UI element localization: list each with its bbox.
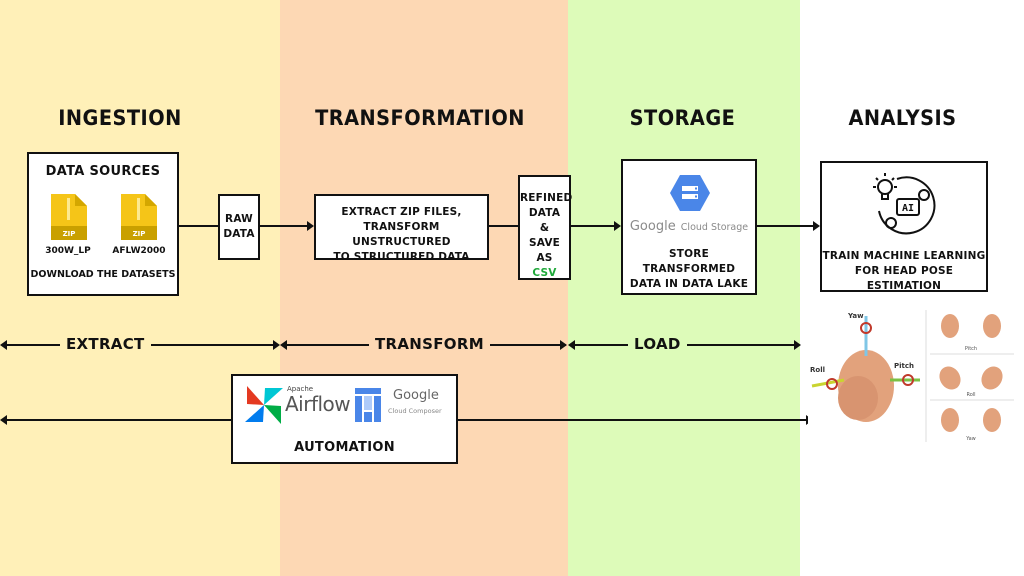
svg-text:Pitch: Pitch (965, 346, 977, 352)
ai-lightbulb-gear-icon: AI (873, 173, 936, 235)
refined-data-box: REFINED DATA & SAVE AS CSV (518, 175, 573, 280)
head-pose-diagram: Yaw Roll Pitch Pitch Roll Yaw (810, 310, 1014, 442)
cloud-composer-logo-icon (355, 388, 381, 422)
airflow-big-text: Airflow (285, 392, 351, 416)
file-name-300w-lp: 300W_LP (45, 246, 91, 256)
download-caption: DOWNLOAD THE DATASETS (30, 269, 176, 280)
svg-text:Pitch: Pitch (894, 362, 914, 370)
raw-data-box: RAW DATA (218, 194, 260, 260)
svg-text:Roll: Roll (966, 392, 975, 398)
heading-transformation: TRANSFORMATION (315, 106, 525, 130)
head-pose-illustration: Yaw Roll Pitch Pitch Roll Yaw (808, 306, 1018, 446)
gcs-logo-text: Google Cloud Storage (629, 219, 749, 234)
transform-line3: TO STRUCTURED DATA (333, 251, 470, 263)
analysis-line1: TRAIN MACHINE LEARNING (822, 250, 986, 262)
svg-text:Roll: Roll (810, 366, 825, 374)
zip-file-icon: ZIP (51, 194, 87, 240)
transform-line1: EXTRACT ZIP FILES, (341, 206, 462, 218)
arrowhead (813, 221, 820, 231)
svg-text:AI: AI (902, 203, 914, 214)
refined-line1: REFINED (520, 192, 573, 204)
svg-text:ZIP: ZIP (133, 230, 146, 238)
arrowhead (307, 221, 314, 231)
analysis-box: AI TRAIN MACHINE LEARNING FOR HEAD POSE … (820, 161, 988, 292)
storage-line2: DATA IN DATA LAKE (629, 278, 749, 290)
google-cloud-storage-icon (670, 175, 710, 211)
arrowhead (0, 415, 7, 425)
automation-label: AUTOMATION (294, 440, 395, 455)
svg-text:Yaw: Yaw (847, 312, 864, 320)
refined-line2: DATA (528, 207, 561, 219)
csv-label: CSV (532, 267, 557, 279)
arrowhead (560, 340, 567, 350)
phase-load: LOAD (628, 335, 687, 353)
arrowhead (614, 221, 621, 231)
arrowhead (0, 340, 7, 350)
transform-box: EXTRACT ZIP FILES, TRANSFORM UNSTRUCTURE… (314, 194, 489, 263)
connector-transform-refined (488, 225, 518, 227)
heading-storage: STORAGE (629, 106, 736, 130)
airflow-small-text: Apache (287, 385, 314, 393)
zip-file-icon: ZIP (121, 194, 157, 240)
svg-text:Yaw: Yaw (965, 436, 976, 442)
data-sources-title: DATA SOURCES (45, 164, 161, 179)
composer-small-text: Cloud Composer (388, 407, 442, 415)
data-sources-box: DATA SOURCES ZIP ZIP 300W_LP AFLW2000 DO… (27, 152, 179, 296)
storage-line1: STORE TRANSFORMED (642, 248, 736, 275)
connector-storage-analysis (757, 225, 813, 227)
raw-data-line1: RAW (225, 213, 253, 225)
analysis-description: TRAIN MACHINE LEARNING FOR HEAD POSE EST… (822, 249, 986, 294)
transformation-column (280, 0, 568, 576)
automation-box: Apache Airflow Google Cloud Composer AUT… (231, 374, 458, 464)
heading-analysis: ANALYSIS (848, 106, 957, 130)
refined-line4: SAVE AS (528, 237, 561, 264)
storage-description: STORE TRANSFORMED DATA IN DATA LAKE (623, 247, 755, 292)
transform-line2: TRANSFORM UNSTRUCTURED (352, 221, 451, 248)
connector-refined-storage (570, 225, 614, 227)
arrowhead (280, 340, 287, 350)
composer-big-text: Google (393, 388, 439, 403)
apache-airflow-logo-icon (245, 386, 283, 424)
heading-ingestion: INGESTION (58, 106, 182, 130)
phase-extract: EXTRACT (60, 335, 151, 353)
arrowhead (273, 340, 280, 350)
analysis-line2: FOR HEAD POSE ESTIMATION (854, 265, 954, 292)
refined-line3: & (539, 222, 550, 234)
storage-box: Google Cloud Storage STORE TRANSFORMED D… (621, 159, 757, 295)
arrowhead (794, 340, 801, 350)
arrowhead (568, 340, 575, 350)
connector-raw-transform (259, 225, 309, 227)
raw-data-line2: DATA (223, 228, 255, 240)
svg-text:ZIP: ZIP (63, 230, 76, 238)
file-name-aflw2000: AFLW2000 (112, 246, 166, 256)
phase-transform: TRANSFORM (369, 335, 490, 353)
connector-sources-raw (178, 225, 218, 227)
